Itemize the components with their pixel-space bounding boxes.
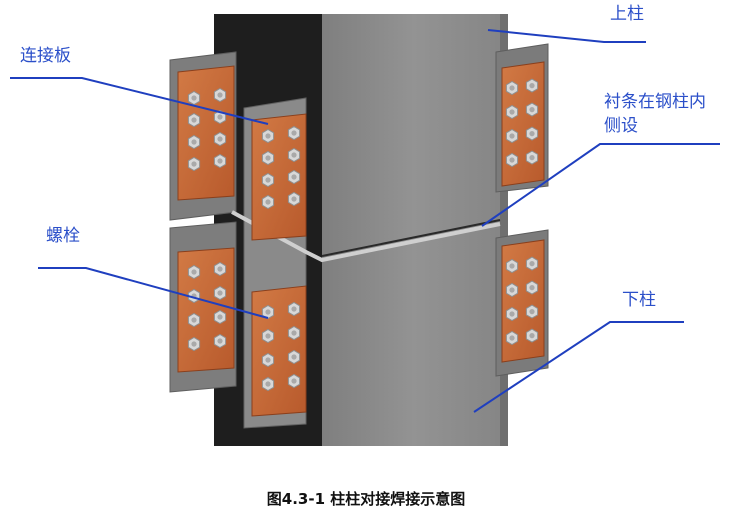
plate-right-upper (501, 61, 545, 187)
label-lower-column: 下柱 (622, 290, 656, 310)
leader-upper-column (487, 29, 646, 43)
bolt-shank (191, 95, 197, 101)
bolt-shank (217, 314, 223, 320)
bolt-shank (265, 333, 271, 339)
plate-middle-upper (251, 113, 307, 241)
bolt-shank (291, 354, 297, 360)
leader-backing-strip (481, 143, 720, 227)
bolt-shank (217, 290, 223, 296)
bolt-shank (291, 306, 297, 312)
bolt-shank (291, 330, 297, 336)
bolt-shank (529, 333, 535, 339)
label-bolt: 螺栓 (46, 226, 80, 246)
bolt-shank (529, 309, 535, 315)
bolt-shank (191, 161, 197, 167)
bolt-shank (265, 381, 271, 387)
figure-caption: 图4.3-1 柱柱对接焊接示意图 (266, 490, 466, 508)
leader-lower-column (473, 321, 684, 413)
bolt-shank (191, 341, 197, 347)
column-right-edge (500, 14, 508, 446)
plate-right-lower (501, 239, 545, 363)
bolt-shank (509, 85, 515, 91)
label-upper-column: 上柱 (610, 4, 644, 24)
bolt-shank (191, 269, 197, 275)
bolt-shank (265, 199, 271, 205)
bolt-shank (529, 261, 535, 267)
bolt-shank (217, 114, 223, 120)
bolt-shank (217, 136, 223, 142)
bolt-shank (217, 266, 223, 272)
label-backing-strip-line1: 衬条在钢柱内 (604, 92, 706, 112)
bolt-shank (265, 357, 271, 363)
bolt-shank (191, 139, 197, 145)
bolt-shank (509, 133, 515, 139)
label-connection-plate: 连接板 (20, 46, 71, 66)
bolt-shank (291, 152, 297, 158)
bolt-shank (265, 155, 271, 161)
bolt-shank (191, 117, 197, 123)
bolt-shank (529, 107, 535, 113)
label-backing-strip-line2: 侧设 (604, 116, 638, 136)
bolt-shank (509, 263, 515, 269)
bolt-shank (291, 174, 297, 180)
bolt-shank (217, 158, 223, 164)
bolt-shank (509, 287, 515, 293)
bolt-shank (191, 317, 197, 323)
bolt-shank (509, 311, 515, 317)
bolt-shank (509, 157, 515, 163)
bolt-shank (265, 133, 271, 139)
bolt-shank (291, 130, 297, 136)
leader-lines (10, 29, 720, 413)
leader-connection-plate (10, 77, 269, 125)
bolt-shank (265, 309, 271, 315)
bolt-shank (529, 155, 535, 161)
leader-bolt (38, 267, 269, 319)
bolt-shank (529, 83, 535, 89)
bolt-shank (529, 131, 535, 137)
bolt-shank (217, 338, 223, 344)
bolt-shank (217, 92, 223, 98)
bolt-shank (509, 335, 515, 341)
bolt-shank (265, 177, 271, 183)
bolt-shank (291, 378, 297, 384)
plate-left-upper (177, 65, 235, 201)
bolt-shank (509, 109, 515, 115)
bolt-shank (291, 196, 297, 202)
weld-seam-shadow (321, 219, 501, 257)
bolt-shank (529, 285, 535, 291)
